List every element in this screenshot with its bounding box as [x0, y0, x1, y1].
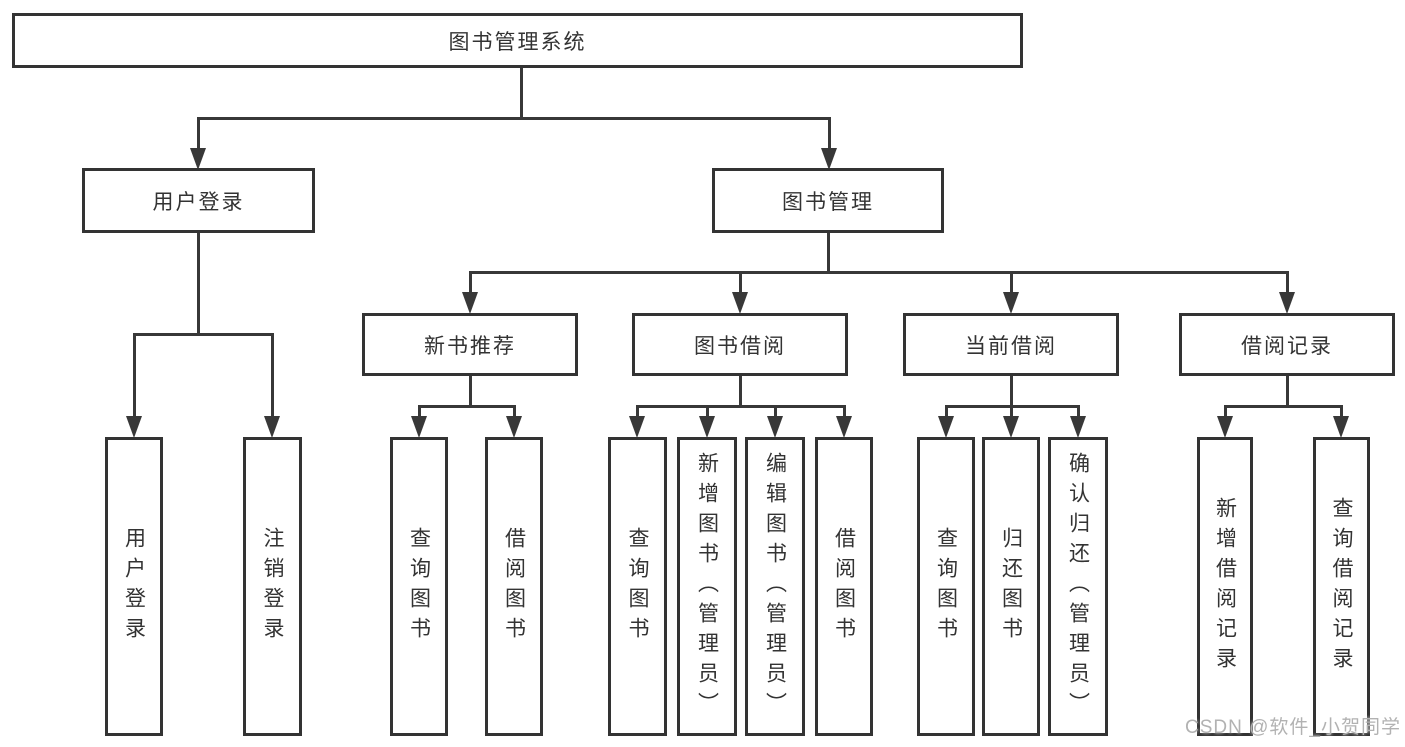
connector-line [827, 118, 831, 152]
node-new-book-rec: 新书推荐 [362, 313, 578, 376]
connector-line [1223, 404, 1343, 408]
connector-arrowhead [699, 416, 715, 438]
connector-arrowhead [767, 416, 783, 438]
connector-line [944, 406, 948, 420]
connector-arrowhead [629, 416, 645, 438]
connector-arrowhead [821, 148, 837, 170]
node-leaf-edit-books: 编辑图书（管理员） [745, 437, 805, 736]
connector-line [1009, 406, 1013, 420]
connector-arrowhead [1003, 292, 1019, 314]
connector-arrowhead [190, 148, 206, 170]
connector-line [1285, 272, 1289, 296]
node-leaf-user-login: 用户登录 [105, 437, 163, 736]
connector-line [826, 233, 830, 274]
connector-line [519, 68, 523, 120]
connector-line [635, 404, 846, 408]
node-leaf-add-books: 新增图书（管理员） [677, 437, 737, 736]
node-leaf-borrow-books-2: 借阅图书 [815, 437, 873, 736]
connector-arrowhead [1279, 292, 1295, 314]
connector-line [738, 376, 742, 408]
connector-arrowhead [462, 292, 478, 314]
node-leaf-borrow-books-1: 借阅图书 [485, 437, 543, 736]
connector-arrowhead [836, 416, 852, 438]
connector-arrowhead [1333, 416, 1349, 438]
connector-arrowhead [732, 292, 748, 314]
connector-arrowhead [126, 416, 142, 438]
connector-line [705, 406, 709, 420]
connector-line [417, 404, 516, 408]
connector-line [738, 272, 742, 296]
node-leaf-logout: 注销登录 [243, 437, 302, 736]
connector-line [132, 334, 136, 420]
connector-line [1009, 376, 1013, 408]
connector-line [842, 406, 846, 420]
node-leaf-add-borrow-record: 新增借阅记录 [1197, 437, 1253, 736]
node-current-borrow: 当前借阅 [903, 313, 1119, 376]
node-leaf-query-borrow-record: 查询借阅记录 [1313, 437, 1370, 736]
connector-line [468, 376, 472, 408]
connector-line [196, 118, 200, 152]
connector-line [1285, 376, 1289, 408]
connector-line [635, 406, 639, 420]
node-user-login: 用户登录 [82, 168, 315, 233]
node-book-mgmt: 图书管理 [712, 168, 944, 233]
node-leaf-query-books-1: 查询图书 [390, 437, 448, 736]
connector-arrowhead [411, 416, 427, 438]
connector-arrowhead [506, 416, 522, 438]
connector-line [1009, 272, 1013, 296]
connector-line [468, 272, 472, 296]
connector-arrowhead [1217, 416, 1233, 438]
connector-line [270, 334, 274, 420]
connector-line [196, 233, 200, 336]
node-root: 图书管理系统 [12, 13, 1023, 68]
connector-line [1339, 406, 1343, 420]
connector-arrowhead [1003, 416, 1019, 438]
connector-arrowhead [1070, 416, 1086, 438]
connector-arrowhead [938, 416, 954, 438]
connector-line [1223, 406, 1227, 420]
node-leaf-query-books-2: 查询图书 [608, 437, 667, 736]
connector-line [196, 116, 831, 120]
connector-line [1076, 406, 1080, 420]
node-leaf-confirm-return: 确认归还（管理员） [1048, 437, 1108, 736]
connector-line [417, 406, 421, 420]
node-book-borrow: 图书借阅 [632, 313, 848, 376]
connector-line [468, 270, 1289, 274]
connector-arrowhead [264, 416, 280, 438]
watermark: CSDN @软件_小贺同学 [1185, 717, 1401, 738]
node-borrow-records: 借阅记录 [1179, 313, 1395, 376]
node-leaf-query-books-3: 查询图书 [917, 437, 975, 736]
connector-line [773, 406, 777, 420]
node-leaf-return-books: 归还图书 [982, 437, 1040, 736]
connector-line [512, 406, 516, 420]
connector-line [132, 332, 274, 336]
